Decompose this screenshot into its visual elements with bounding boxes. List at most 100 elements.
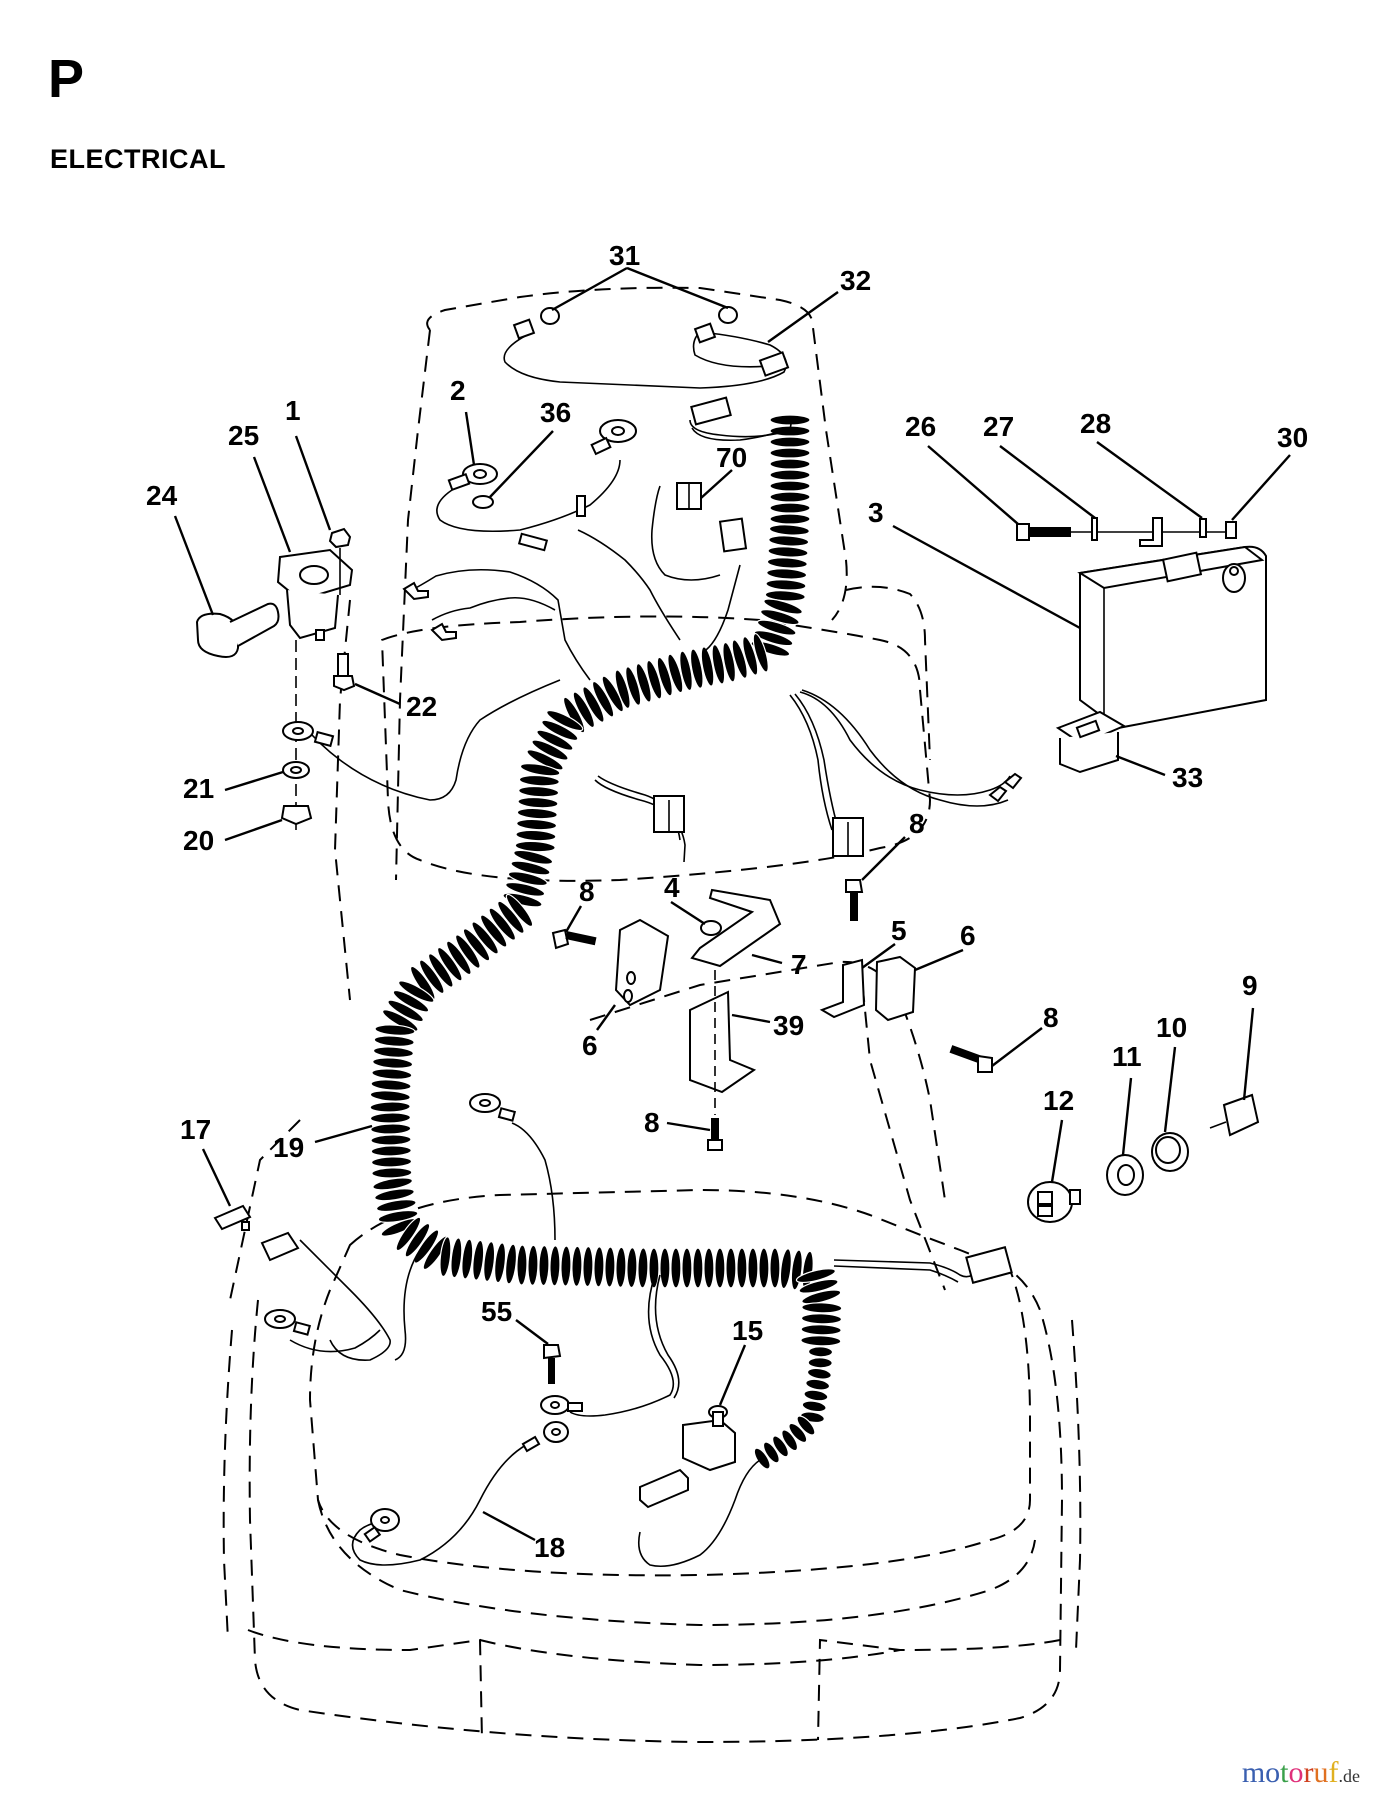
- callout-19[interactable]: 19: [273, 1132, 304, 1163]
- coil-segment: [681, 1247, 693, 1289]
- coil-segment: [796, 1415, 816, 1436]
- coil-segment: [504, 1243, 518, 1285]
- callout-20[interactable]: 20: [183, 825, 214, 856]
- callout-27[interactable]: 27: [983, 411, 1014, 442]
- watermark-logo: motoruf.de: [1242, 1758, 1360, 1788]
- coil-segment: [648, 1247, 660, 1289]
- seat-outline: [308, 1188, 1031, 1577]
- callout-25[interactable]: 25: [228, 420, 259, 451]
- coil-segment: [526, 749, 564, 771]
- callout-55[interactable]: 55: [481, 1296, 512, 1327]
- callout-8-right[interactable]: 8: [1043, 1002, 1059, 1033]
- coil-segment: [765, 579, 807, 591]
- coil-segment: [418, 959, 445, 994]
- callout-32[interactable]: 32: [840, 265, 871, 296]
- callout-6-left[interactable]: 6: [582, 1030, 598, 1061]
- callout-70[interactable]: 70: [716, 442, 747, 473]
- coil-segment: [769, 414, 811, 426]
- coil-segment: [800, 1324, 842, 1336]
- callout-12[interactable]: 12: [1043, 1085, 1074, 1116]
- callout-39[interactable]: 39: [773, 1010, 804, 1041]
- coil-segment: [450, 1237, 463, 1279]
- coil-segment: [439, 1236, 452, 1278]
- coil-segment: [637, 1247, 649, 1289]
- coil-segment: [377, 1209, 419, 1223]
- callout-10[interactable]: 10: [1156, 1012, 1187, 1043]
- coil-segment: [392, 990, 430, 1013]
- coil-segment: [700, 646, 715, 687]
- callout-31[interactable]: 31: [609, 240, 640, 271]
- coil-segment: [516, 807, 558, 820]
- callout-36[interactable]: 36: [540, 397, 571, 428]
- coil-segment: [752, 632, 769, 673]
- coil-segment: [779, 1248, 792, 1290]
- callout-15[interactable]: 15: [732, 1315, 763, 1346]
- coil-segment: [370, 1156, 413, 1168]
- top-connector: [690, 396, 732, 426]
- coil-segment: [370, 1123, 412, 1135]
- coil-segment: [703, 1247, 715, 1289]
- callout-18[interactable]: 18: [534, 1532, 565, 1563]
- callout-28[interactable]: 28: [1080, 408, 1111, 439]
- callout-8-bottom[interactable]: 8: [644, 1107, 660, 1138]
- coil-segment: [615, 1246, 627, 1288]
- callout-4[interactable]: 4: [664, 872, 680, 903]
- coil-segment: [455, 934, 481, 969]
- coil-segment: [536, 729, 574, 751]
- ignition-switch: [1027, 1181, 1081, 1223]
- callout-8-top[interactable]: 8: [909, 808, 925, 839]
- coil-segment: [769, 513, 811, 525]
- coil-segment: [538, 1244, 550, 1287]
- callout-24[interactable]: 24: [146, 480, 178, 511]
- coil-segment: [372, 1177, 413, 1191]
- callout-7[interactable]: 7: [791, 949, 807, 980]
- coil-segment: [395, 1216, 422, 1252]
- connector-mid: [718, 517, 748, 553]
- callout-22[interactable]: 22: [406, 691, 437, 722]
- coil-segment: [788, 1422, 808, 1443]
- coil-segment: [428, 953, 454, 988]
- coil-segment: [369, 1090, 411, 1102]
- coil-segment: [591, 680, 615, 718]
- callout-9[interactable]: 9: [1242, 970, 1258, 1001]
- watermark-tld: .de: [1338, 1766, 1361, 1786]
- tractor-outline: [222, 286, 1082, 1744]
- callout-5[interactable]: 5: [891, 915, 907, 946]
- coil-segment: [769, 436, 811, 448]
- callout-2[interactable]: 2: [450, 375, 466, 406]
- fuse-holder: [260, 1231, 300, 1262]
- bolt-8-bottom: [707, 1118, 723, 1151]
- coil-segment: [497, 900, 525, 934]
- coil-segment: [513, 849, 554, 865]
- callout-8-left[interactable]: 8: [579, 876, 595, 907]
- callout-1[interactable]: 1: [285, 395, 301, 426]
- coil-segment: [517, 796, 559, 809]
- coil-segment: [711, 644, 726, 685]
- coil-segment: [769, 502, 811, 514]
- headlight-connector: [758, 351, 790, 377]
- solenoid: [276, 548, 354, 641]
- callout-3[interactable]: 3: [868, 497, 884, 528]
- callout-11[interactable]: 11: [1112, 1041, 1142, 1072]
- coil-segment: [806, 1367, 832, 1380]
- callout-26[interactable]: 26: [905, 411, 936, 442]
- key: [1209, 1093, 1260, 1137]
- coil-segment: [656, 656, 673, 697]
- coil-segment: [582, 1245, 594, 1288]
- coil-segment: [769, 447, 811, 459]
- coil-segment: [767, 546, 809, 558]
- coil-segment: [519, 763, 561, 777]
- coil-segment: [370, 1134, 412, 1146]
- connector-small: [517, 532, 549, 552]
- callout-33[interactable]: 33: [1172, 762, 1203, 793]
- callout-17[interactable]: 17: [180, 1114, 211, 1145]
- coil-segment: [446, 940, 472, 976]
- coil-segment: [494, 1242, 507, 1284]
- callout-30[interactable]: 30: [1277, 422, 1308, 453]
- callout-21[interactable]: 21: [183, 773, 214, 804]
- coil-segment: [582, 686, 605, 723]
- coil-segment: [763, 598, 803, 615]
- callout-6-right[interactable]: 6: [960, 920, 976, 951]
- seat-switch-connector: [639, 1468, 689, 1509]
- coil-segment: [541, 719, 579, 741]
